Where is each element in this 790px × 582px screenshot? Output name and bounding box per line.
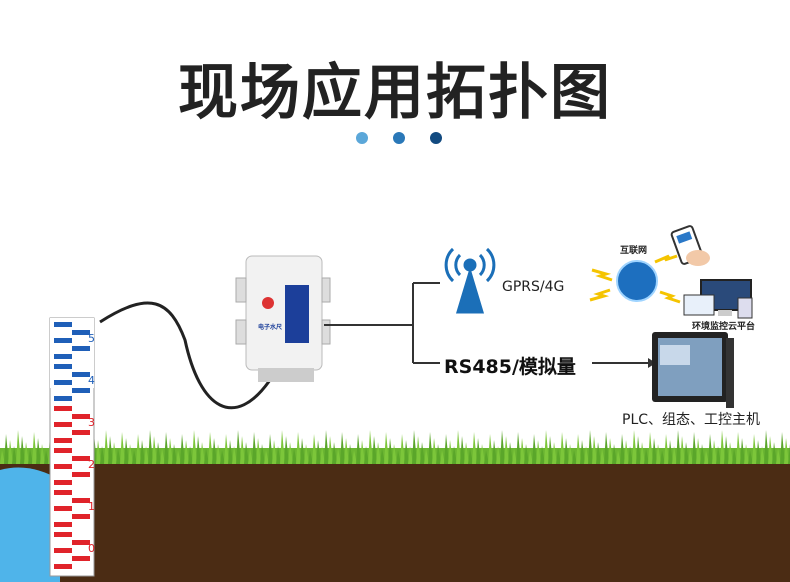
signal-tower-icon <box>444 247 496 314</box>
decor-dot-1 <box>356 132 368 144</box>
gauge-mark-label: 0 <box>88 542 95 555</box>
water-gauge-device <box>235 255 331 382</box>
cable <box>99 301 272 410</box>
gauge-mark-label: 4 <box>88 374 95 387</box>
decor-dot-2 <box>393 132 405 144</box>
gauge-mark-label: 2 <box>88 458 95 471</box>
internet-label: 互联网 <box>620 246 648 256</box>
industrial-panel-pc-icon <box>652 332 734 408</box>
page-title: 现场应用拓扑图 <box>178 58 612 128</box>
device-brand: 电子水尺 <box>258 324 283 331</box>
gauge-mark-label: 1 <box>88 500 95 513</box>
monitor-icon <box>683 279 753 319</box>
cloud-platform-label: 环境监控云平台 <box>692 322 756 332</box>
water <box>0 467 60 582</box>
internet-globe-icon <box>589 254 681 304</box>
soil <box>0 462 790 582</box>
gauge-mark-label: 3 <box>88 416 95 429</box>
plc-host-label: PLC、组态、工控主机 <box>622 412 761 428</box>
connection-lines <box>324 282 648 364</box>
gauge-mark-label: 5 <box>88 332 95 345</box>
gprs-label: GPRS/4G <box>502 279 565 295</box>
grass <box>0 430 790 464</box>
phone-icon <box>670 225 710 266</box>
water-gauge: 5 4 3 2 1 0 <box>49 317 95 577</box>
rs485-label: RS485/模拟量 <box>444 356 576 378</box>
decor-dot-3 <box>430 132 442 144</box>
